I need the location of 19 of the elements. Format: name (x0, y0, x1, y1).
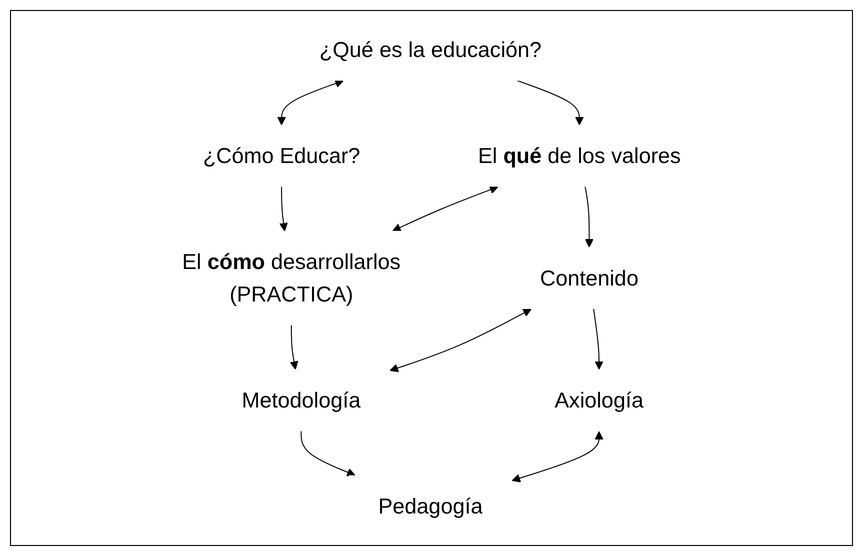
arrow (300, 430, 356, 476)
arrow (279, 186, 288, 232)
node-text: El qué de los valores (478, 144, 681, 168)
arrow (390, 308, 532, 372)
node-text: Axiología (554, 388, 644, 412)
node-text: Contenido (540, 266, 638, 290)
arrow (512, 431, 604, 482)
node-text: Pedagogía (378, 494, 483, 518)
arrow (584, 186, 594, 248)
diagram-frame: ¿Qué es la educación? ¿Cómo Educar? El qué de los valores El cómo desarrollarlos (PRACTICA) Contenido Metodología Axiología Pedagogía (10, 10, 853, 546)
arrow (290, 324, 298, 370)
arrow (516, 80, 584, 126)
node-text: ¿Cómo Educar? (202, 144, 360, 168)
arrow (392, 186, 498, 232)
node-text: El cómo desarrollarlos (PRACTICA) (182, 250, 401, 306)
node-text: ¿Qué es la educación? (319, 38, 542, 62)
arrow (277, 79, 344, 126)
arrow (593, 308, 604, 370)
node-text: Metodología (242, 388, 361, 412)
